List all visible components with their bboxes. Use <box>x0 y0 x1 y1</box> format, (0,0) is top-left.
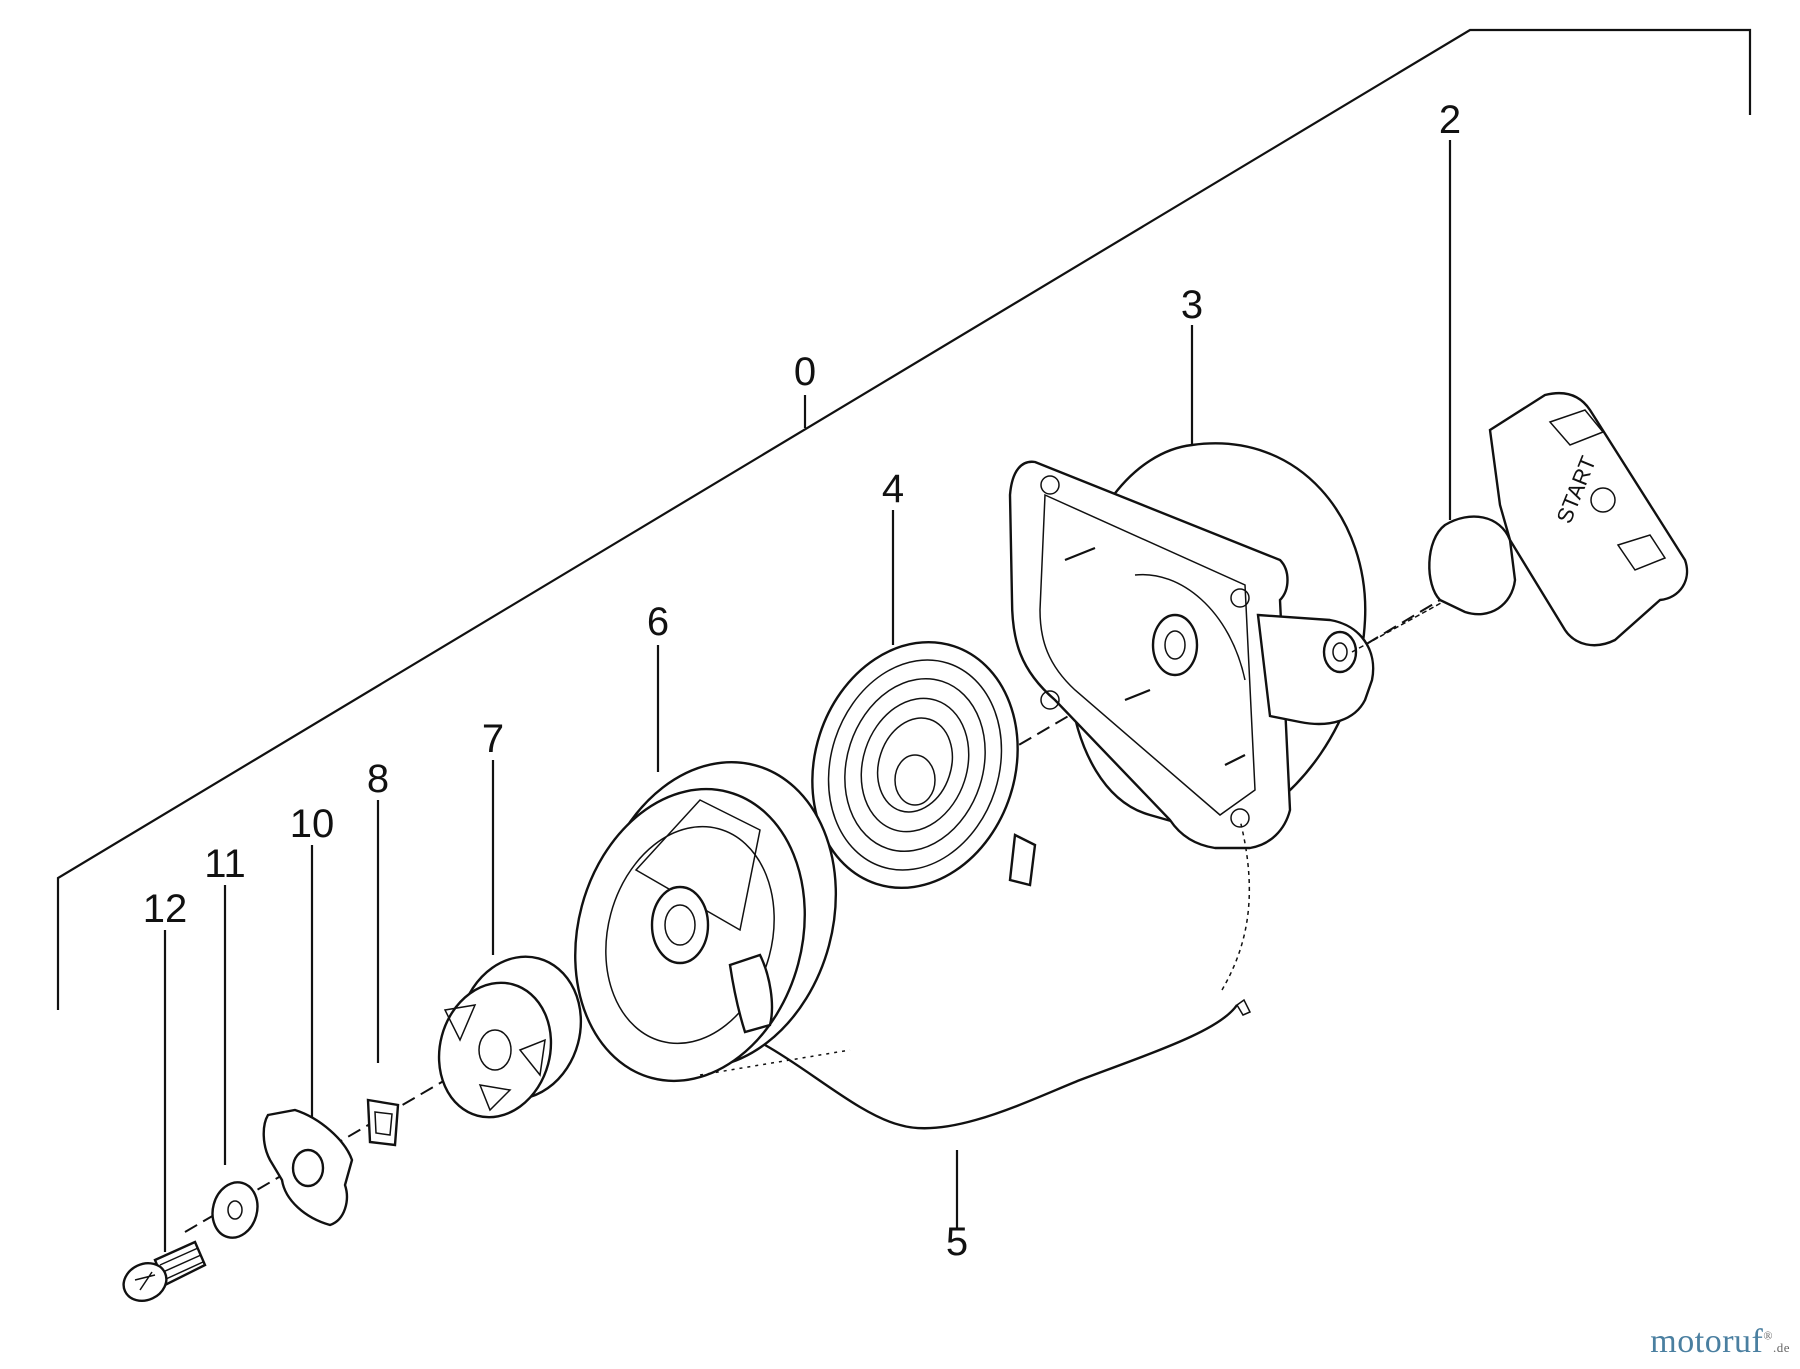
part-2-starter-handle: START <box>1351 391 1689 653</box>
watermark-registered-mark: ® <box>1763 1328 1773 1343</box>
watermark-name: motoruf <box>1650 1323 1764 1360</box>
callout-8: 8 <box>367 757 389 801</box>
part-10-friction-plate <box>262 1108 354 1227</box>
leader-lines <box>163 140 1452 1252</box>
part-7-ratchet <box>437 955 583 1119</box>
callout-labels: 0 2 3 4 5 6 7 8 10 11 12 <box>143 98 1461 1264</box>
assembly-bracket <box>56 28 1752 1010</box>
callout-4: 4 <box>882 467 904 511</box>
part-12-screw <box>122 1240 207 1302</box>
assembly-axis <box>184 599 1441 1233</box>
part-11-washer <box>211 1181 259 1239</box>
callout-10: 10 <box>290 802 335 846</box>
watermark-logo: motoruf®.de <box>1650 1323 1790 1361</box>
callout-2: 2 <box>1439 98 1461 142</box>
watermark-tld: .de <box>1772 1340 1790 1355</box>
part-4-recoil-spring <box>811 640 1037 890</box>
part-8-clip <box>366 1098 400 1147</box>
callout-12: 12 <box>143 887 188 931</box>
callout-6: 6 <box>647 600 669 644</box>
callout-7: 7 <box>482 717 504 761</box>
callout-0: 0 <box>794 350 816 394</box>
callout-3: 3 <box>1181 283 1203 327</box>
callout-11: 11 <box>204 842 246 886</box>
callout-5: 5 <box>946 1220 968 1264</box>
part-3-starter-housing <box>1008 442 1375 850</box>
part-6-rope-reel <box>574 760 851 1083</box>
part-5-starter-rope <box>764 819 1252 1130</box>
